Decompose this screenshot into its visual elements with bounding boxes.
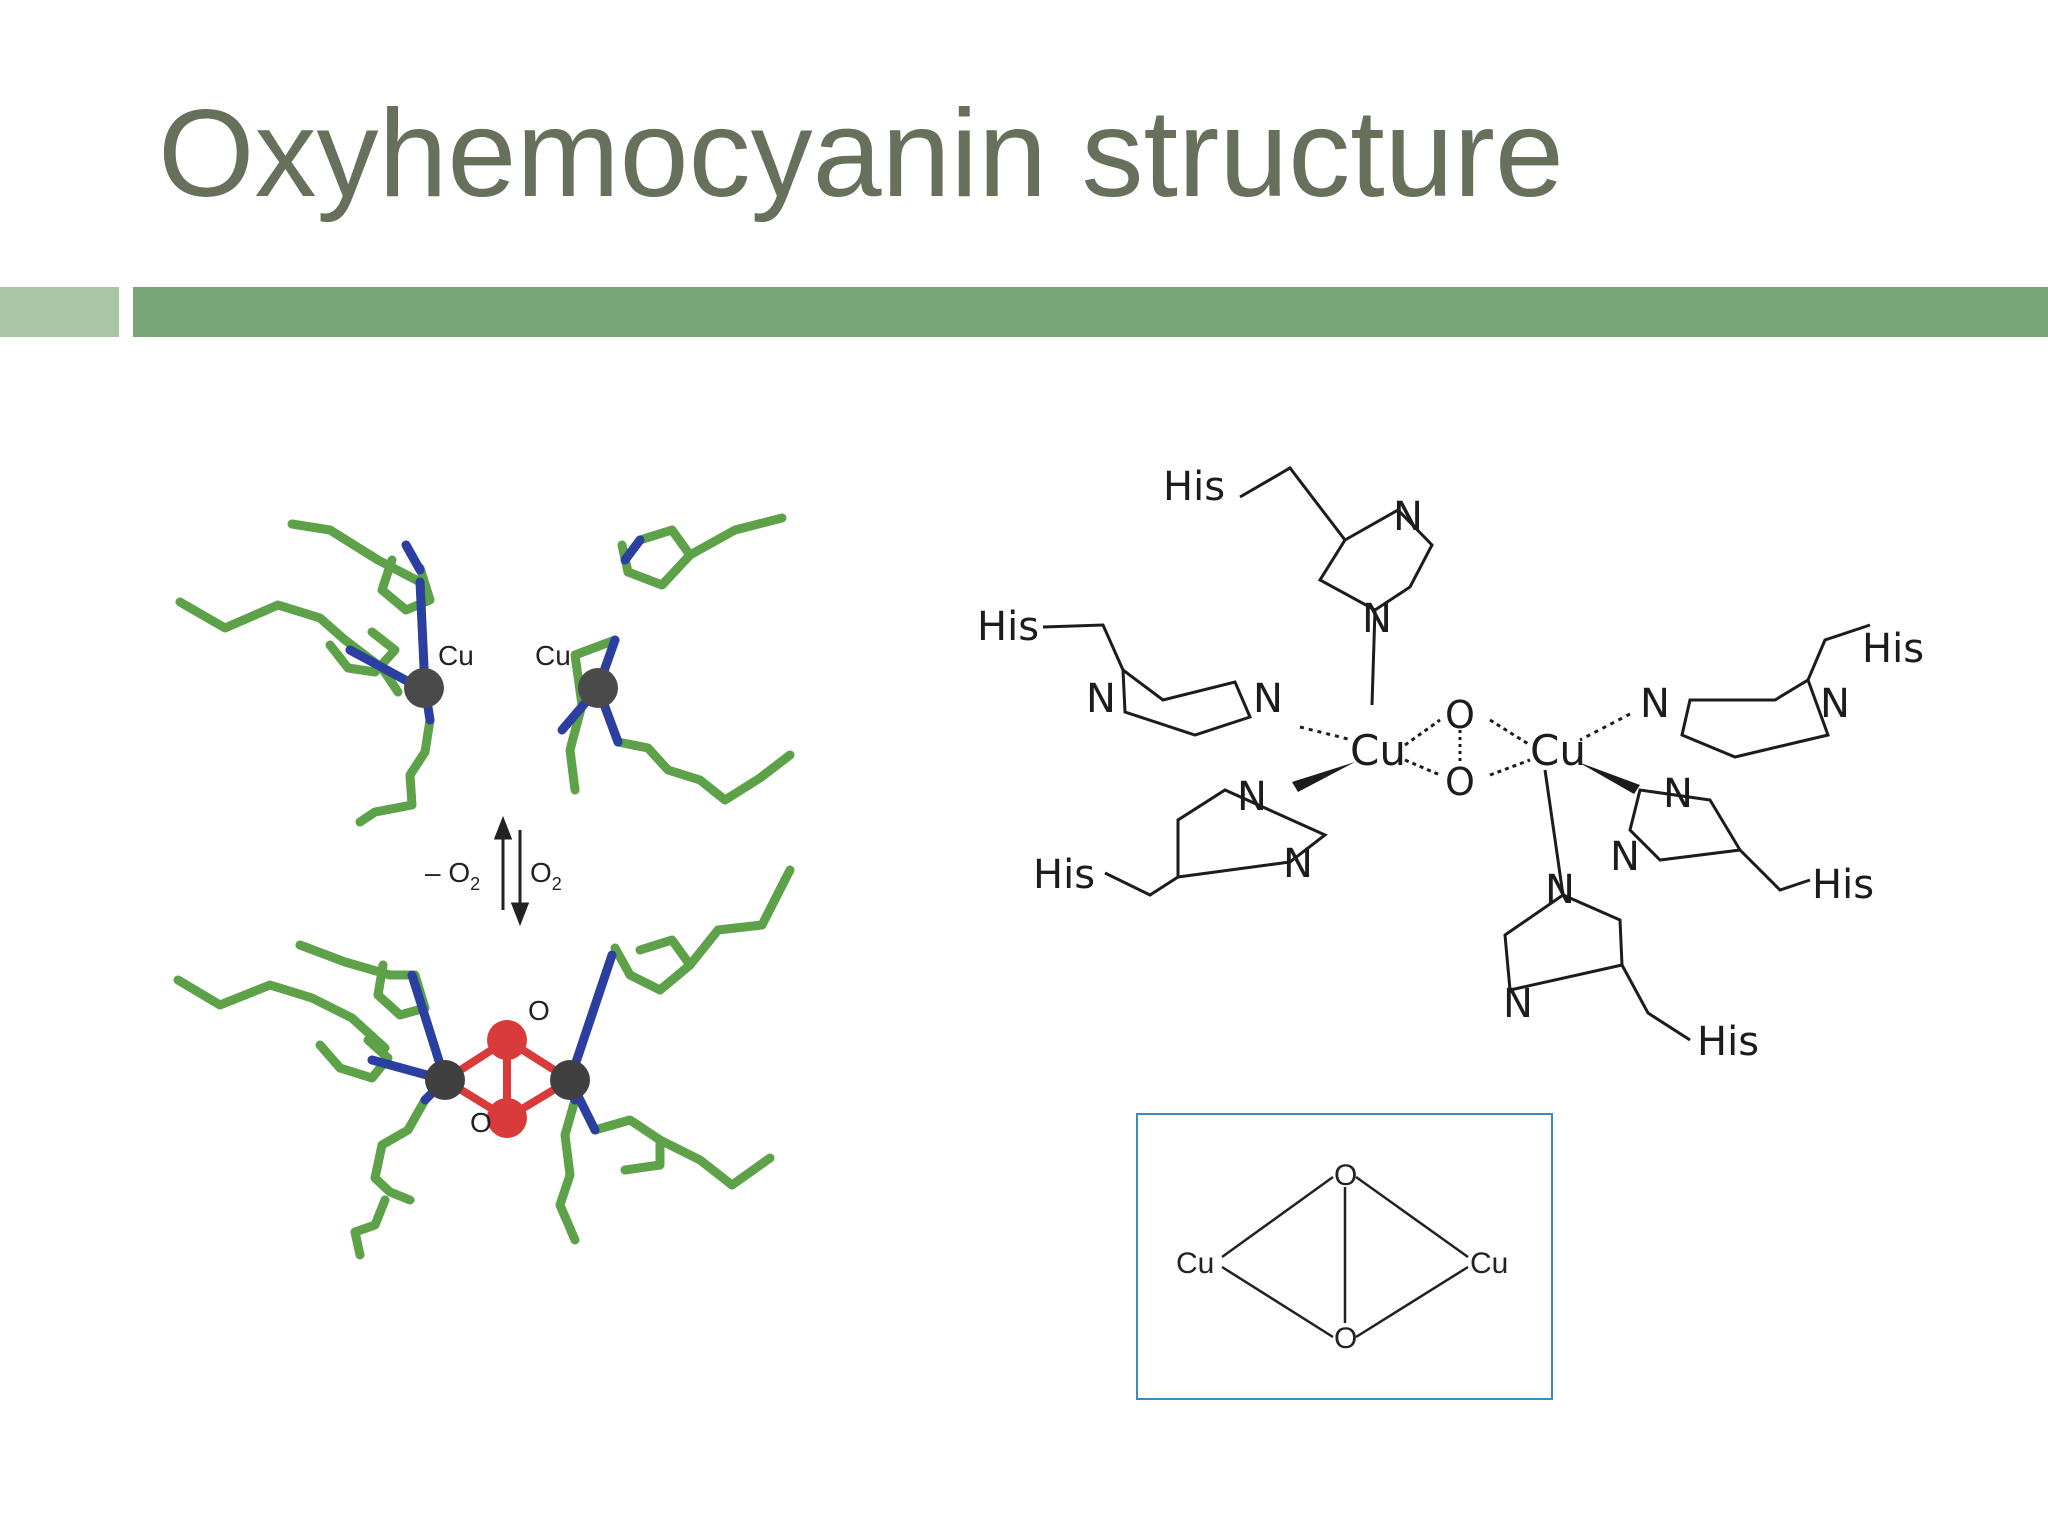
nitrogen-label: N: [1086, 676, 1116, 722]
nitrogen-label: N: [1393, 494, 1423, 540]
oxygen-label: O: [1334, 1322, 1357, 1355]
oxygen-label: O: [1445, 760, 1475, 804]
copper-label: Cu: [1350, 726, 1406, 775]
copper-atom: [578, 668, 618, 708]
copper-atom: [404, 668, 444, 708]
cu-label: Cu: [535, 640, 571, 671]
his-label: His: [1697, 1019, 1759, 1065]
copper-atom: [550, 1060, 590, 1100]
nitrogen-label: N: [1663, 771, 1693, 817]
core-inset-box: Cu Cu O O: [1136, 1113, 1553, 1400]
his-label: His: [1163, 464, 1225, 510]
oxygen-label: O: [470, 1107, 492, 1138]
oxygen-label: O: [1334, 1159, 1357, 1192]
oxygen-label: O: [528, 995, 550, 1026]
equilibrium-arrows: [493, 815, 530, 927]
nitrogen-label: N: [1253, 676, 1283, 722]
oxygen-atom: [487, 1020, 527, 1060]
slide-title: Oxyhemocyanin structure: [158, 85, 1564, 223]
nitrogen-label: N: [1283, 841, 1313, 887]
header-bar: [133, 287, 2048, 337]
oxygen-label: O: [1445, 693, 1475, 737]
protein-model: Cu Cu O O – O2 O2: [173, 513, 795, 1260]
nitrogen-label: N: [1362, 596, 1392, 642]
nitrogen-label: N: [1820, 681, 1850, 727]
copper-atom: [425, 1060, 465, 1100]
nitrogen-label: N: [1640, 681, 1670, 727]
nitrogen-label: N: [1237, 774, 1267, 820]
his-label: His: [977, 604, 1039, 650]
his-label: His: [1033, 852, 1095, 898]
his-label: His: [1862, 626, 1924, 672]
wedge-bond: [1578, 762, 1640, 794]
his-label: His: [1812, 862, 1874, 908]
oxygen-atom: [487, 1098, 527, 1138]
cu-label: Cu: [438, 640, 474, 671]
copper-label: Cu: [1176, 1247, 1214, 1280]
bind-o2-label: O2: [530, 857, 562, 894]
nitrogen-label: N: [1503, 981, 1533, 1027]
header-accent-bar: [0, 287, 119, 337]
wedge-bond: [1292, 762, 1355, 792]
green-backbone: [173, 513, 795, 1260]
release-o2-label: – O2: [425, 857, 480, 894]
nitrogen-label: N: [1545, 867, 1575, 913]
nitrogen-label: N: [1610, 834, 1640, 880]
core-diagram: Cu Cu O O: [1176, 1159, 1508, 1355]
structural-formula: His His His His His His N N N N N N N N …: [977, 464, 1924, 1065]
copper-label: Cu: [1530, 726, 1586, 775]
copper-label: Cu: [1470, 1247, 1508, 1280]
